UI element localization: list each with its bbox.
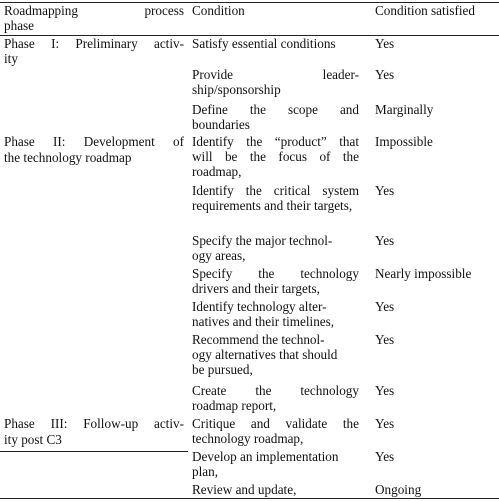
satisfied-cell: Ongoing [375, 482, 422, 497]
condition-cell-cont: be pursued, [192, 362, 253, 377]
header-condition-satisfied: Condition satisfied [375, 3, 476, 18]
bottom-rule [0, 498, 499, 499]
condition-cell-cont: technology roadmap, [192, 431, 304, 446]
satisfied-cell: Yes [375, 67, 395, 82]
phase3-label-line1: Phase III: Follow-up activ- [4, 416, 184, 431]
condition-cell-cont: roadmap report, [192, 398, 277, 413]
header-phase-line2: phase [4, 18, 35, 33]
satisfied-cell: Yes [375, 332, 395, 347]
satisfied-cell: Yes [375, 416, 395, 431]
condition-cell: Specify the technology [192, 266, 359, 281]
condition-cell-cont: requirements and their targets, [192, 198, 353, 213]
satisfied-cell: Marginally [375, 102, 434, 117]
condition-cell: Create the technology [192, 383, 359, 398]
condition-cell: Review and update, [192, 482, 297, 497]
condition-cell: Satisfy essential conditions [192, 36, 336, 51]
condition-cell-cont: natives and their timelines, [192, 314, 335, 329]
condition-cell: Critique and validate the [192, 416, 359, 431]
satisfied-cell: Impossible [375, 134, 433, 149]
satisfied-cell: Yes [375, 183, 395, 198]
satisfied-cell: Yes [375, 449, 395, 464]
satisfied-cell: Yes [375, 233, 395, 248]
phase1-label-line1: Phase I: Preliminary activ- [4, 36, 184, 51]
condition-cell-cont: will be the focus of the [192, 149, 359, 164]
top-rule [0, 2, 499, 3]
condition-cell-cont: ship/sponsorship [192, 82, 281, 97]
condition-cell: Provide leader- [192, 67, 359, 82]
condition-cell: Recommend the technol- [192, 332, 325, 347]
condition-cell-cont: boundaries [192, 117, 250, 132]
header-phase-line1: Roadmapping process [4, 3, 184, 18]
satisfied-cell: Yes [375, 36, 395, 51]
phase2-label-line2: the technology roadmap [4, 150, 132, 165]
header-rule [0, 35, 499, 36]
phase3-label-line2: ity post C3 [4, 432, 62, 447]
satisfied-cell: Yes [375, 299, 395, 314]
phase2-label-line1: Phase II: Development of [4, 134, 184, 149]
condition-cell-cont: ogy areas, [192, 248, 246, 263]
header-condition: Condition [192, 3, 245, 18]
condition-cell-cont: ogy alternatives that should [192, 347, 338, 362]
condition-cell-cont: roadmap, [192, 164, 242, 179]
satisfied-cell: Nearly impossible [375, 266, 472, 281]
condition-cell-cont: plan, [192, 464, 219, 479]
condition-cell: Define the scope and [192, 102, 359, 117]
satisfied-cell: Yes [375, 383, 395, 398]
condition-cell: Develop an implementation [192, 449, 339, 464]
condition-cell: Identify technology alter- [192, 299, 327, 314]
phase1-label-line2: ity [4, 51, 18, 66]
condition-cell: Identify the critical system [192, 183, 359, 198]
phase3-rule [0, 451, 188, 452]
condition-cell: Identify the “product” that [192, 134, 359, 149]
condition-cell: Specify the major technol- [192, 233, 333, 248]
condition-cell-cont: drivers and their targets, [192, 281, 320, 296]
